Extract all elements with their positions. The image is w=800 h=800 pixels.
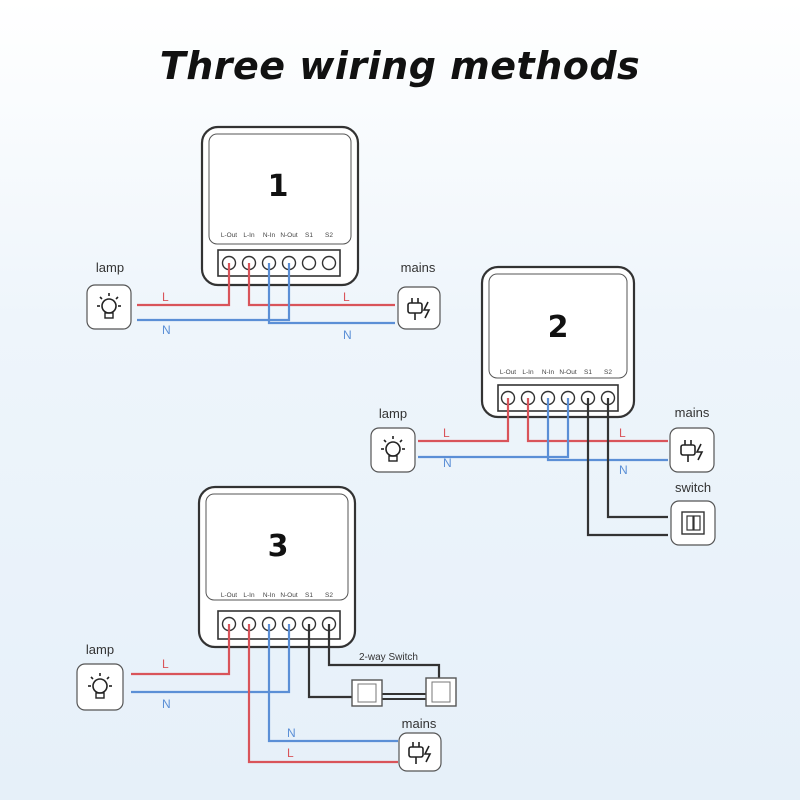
neutral-label: N xyxy=(343,328,352,342)
page-title: Three wiring methods xyxy=(159,44,641,88)
module-3: 3 L-Out L-In N-In N-Out S1 S2 L N N L 2-… xyxy=(76,485,457,772)
neutral-label: N xyxy=(287,726,296,740)
lamp-label: lamp xyxy=(379,406,407,421)
neutral-label: N xyxy=(619,463,628,477)
mains-label: mains xyxy=(401,260,436,275)
terminal-label: N-Out xyxy=(559,369,577,376)
live-label: L xyxy=(162,290,169,304)
lamp-label: lamp xyxy=(86,642,114,657)
mains-label: mains xyxy=(402,716,437,731)
mains-label: mains xyxy=(675,405,710,420)
neutral-label: N xyxy=(162,697,171,711)
module-number: 3 xyxy=(268,529,289,564)
terminal-label: L-In xyxy=(243,592,255,599)
neutral-label: N xyxy=(443,456,452,470)
wall-switch-icon xyxy=(681,511,705,535)
live-label: L xyxy=(287,746,294,760)
lamp-label: lamp xyxy=(96,260,124,275)
neutral-label: N xyxy=(162,323,171,337)
module-2: 2 L-Out L-In N-In N-Out S1 S2 L N L N la… xyxy=(370,265,716,546)
live-label: L xyxy=(443,426,450,440)
two-way-switch-label: 2-way Switch xyxy=(359,652,418,663)
module-1: 1 L-Out L-In N-In N-Out S1 S2 L N L N la… xyxy=(86,125,441,342)
live-label: L xyxy=(162,657,169,671)
terminal-label: S2 xyxy=(325,232,333,239)
terminal-label: L-Out xyxy=(500,369,516,376)
terminal-label: N-In xyxy=(263,592,276,599)
module-number: 1 xyxy=(268,169,289,204)
terminal-label: N-In xyxy=(542,369,555,376)
terminal-label: S2 xyxy=(604,369,612,376)
module-number: 2 xyxy=(548,310,569,345)
switch-label: switch xyxy=(675,480,711,495)
terminal-label: L-In xyxy=(522,369,534,376)
terminal-label: S1 xyxy=(305,592,313,599)
terminal-label: L-In xyxy=(243,232,255,239)
terminal-label: N-Out xyxy=(280,232,298,239)
terminal-label: S2 xyxy=(325,592,333,599)
two-way-switch-icon xyxy=(351,677,457,707)
terminal-label: S1 xyxy=(305,232,313,239)
live-label: L xyxy=(343,290,350,304)
terminal-label: L-Out xyxy=(221,232,237,239)
terminal-label: N-Out xyxy=(280,592,298,599)
terminal-label: L-Out xyxy=(221,592,237,599)
live-label: L xyxy=(619,426,626,440)
terminal-label: N-In xyxy=(263,232,276,239)
terminal-label: S1 xyxy=(584,369,592,376)
